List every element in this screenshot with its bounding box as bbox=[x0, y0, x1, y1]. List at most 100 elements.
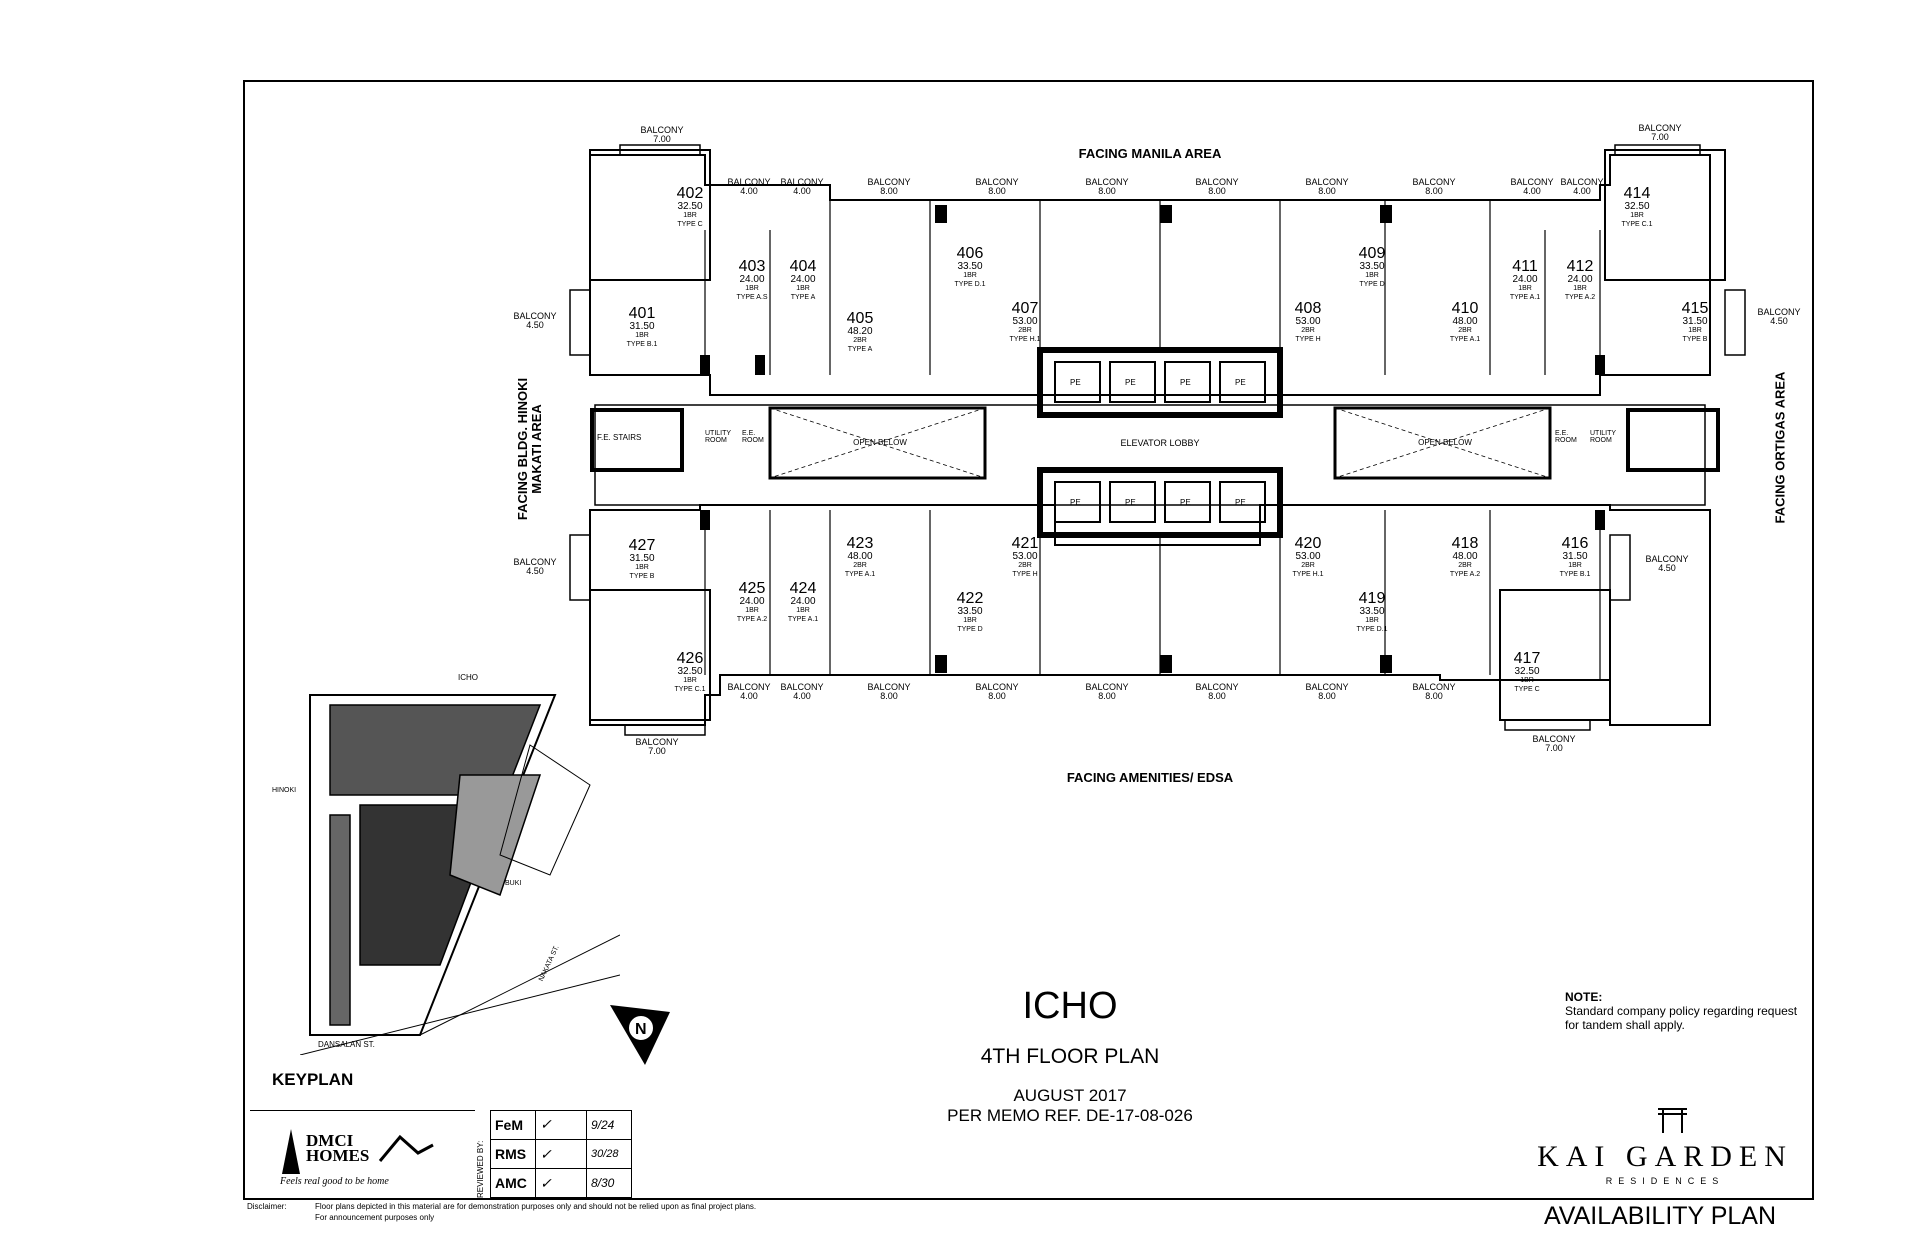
unit-type: TYPE D bbox=[957, 626, 983, 633]
unit-number: 401 bbox=[628, 305, 656, 322]
fe-stairs-right bbox=[1626, 408, 1720, 472]
unit-bedrooms: 2BR bbox=[1458, 327, 1472, 334]
reviewed-by-label: REVIEWED BY: bbox=[476, 1140, 485, 1198]
balcony-size: 8.00 bbox=[988, 186, 1006, 196]
unit-type: TYPE A.1 bbox=[1509, 294, 1541, 301]
balcony-title: BALCONY bbox=[513, 311, 557, 321]
unit-area: 24.00 bbox=[739, 596, 765, 607]
dmci-logo-block: DMCI HOMES Feels real good to be home bbox=[250, 1110, 475, 1199]
dmci-line-1: DMCI bbox=[306, 1131, 354, 1150]
balcony-size: 4.00 bbox=[740, 186, 758, 196]
facing-left-label: FACING BLDG. HINOKI MAKATI AREA bbox=[515, 349, 544, 549]
balcony-title: BALCONY bbox=[1412, 177, 1456, 187]
balcony-title: BALCONY bbox=[1645, 554, 1689, 564]
elevator-lobby-label: ELEVATOR LOBBY bbox=[1120, 438, 1200, 448]
keyplan-hinoki: HINOKI bbox=[272, 787, 297, 794]
balcony-size: 8.00 bbox=[1425, 186, 1443, 196]
unit-type: TYPE A.S bbox=[736, 294, 768, 301]
unit-bedrooms: 1BR bbox=[796, 607, 810, 614]
unit-bedrooms: 1BR bbox=[745, 285, 759, 292]
unit-number: 414 bbox=[1623, 185, 1651, 202]
unit-number: 424 bbox=[789, 580, 817, 597]
fe-stairs-left bbox=[590, 408, 684, 472]
unit-number: 423 bbox=[846, 535, 874, 552]
balcony-size: 8.00 bbox=[1208, 691, 1226, 701]
unit-type: TYPE A.1 bbox=[844, 571, 876, 578]
reviewer-initials: RMS bbox=[490, 1139, 536, 1169]
unit-number: 412 bbox=[1566, 258, 1594, 275]
unit-number: 422 bbox=[956, 590, 984, 607]
ee-room-left: E.E. ROOM bbox=[742, 430, 764, 444]
balcony-size: 8.00 bbox=[1318, 186, 1336, 196]
unit-bedrooms: 1BR bbox=[635, 564, 649, 571]
drawing-title: ICHO bbox=[1022, 985, 1118, 1027]
unit-area: 33.50 bbox=[1359, 261, 1385, 272]
balcony-title: BALCONY bbox=[975, 682, 1019, 692]
balcony-size: 7.00 bbox=[1651, 132, 1669, 142]
disclaimer-line-2: For announcement purposes only bbox=[315, 1213, 435, 1222]
unit-type: TYPE B.1 bbox=[1559, 571, 1591, 578]
balcony-size: 4.00 bbox=[793, 691, 811, 701]
unit-type: TYPE B bbox=[1682, 336, 1708, 343]
corridor bbox=[594, 404, 1706, 506]
unit-area: 33.50 bbox=[1359, 606, 1385, 617]
corner-unit-414 bbox=[1604, 149, 1726, 281]
balcony-title: BALCONY bbox=[1638, 123, 1682, 133]
balcony-title: BALCONY bbox=[1085, 682, 1129, 692]
unit-bedrooms: 2BR bbox=[1301, 327, 1315, 334]
balcony-size: 8.00 bbox=[1098, 691, 1116, 701]
balcony-size: 7.00 bbox=[648, 746, 666, 756]
pe-label: PE bbox=[1125, 498, 1136, 507]
note-text: Standard company policy regarding reques… bbox=[1565, 1004, 1798, 1032]
reviewer-signature: ✓ bbox=[535, 1139, 587, 1169]
open-below-left bbox=[768, 406, 987, 480]
unit-bedrooms: 1BR bbox=[1365, 617, 1379, 624]
unit-number: 420 bbox=[1294, 535, 1322, 552]
unit-area: 53.00 bbox=[1295, 316, 1321, 327]
balcony-size: 8.00 bbox=[1425, 691, 1443, 701]
unit-number: 426 bbox=[676, 650, 704, 667]
unit-area: 31.50 bbox=[629, 321, 655, 332]
unit-area: 48.00 bbox=[1452, 316, 1478, 327]
balcony-title: BALCONY bbox=[640, 125, 684, 135]
unit-number: 406 bbox=[956, 245, 984, 262]
keyplan-drawing bbox=[300, 694, 620, 1055]
unit-area: 32.50 bbox=[1514, 666, 1540, 677]
balcony-title: BALCONY bbox=[1305, 682, 1349, 692]
reviewer-signature: ✓ bbox=[535, 1110, 587, 1140]
unit-type: TYPE C bbox=[677, 221, 703, 228]
balcony-size: 8.00 bbox=[1318, 691, 1336, 701]
drawing-subtitle: 4TH FLOOR PLAN bbox=[980, 1045, 1160, 1068]
unit-bedrooms: 2BR bbox=[853, 337, 867, 344]
unit-area: 53.00 bbox=[1295, 551, 1321, 562]
balcony-size: 4.50 bbox=[1770, 316, 1788, 326]
note-title: NOTE: bbox=[1565, 990, 1603, 1004]
utility-room-left: UTILITY ROOM bbox=[705, 430, 731, 444]
unit-area: 24.00 bbox=[790, 274, 816, 285]
unit-bedrooms: 1BR bbox=[1630, 212, 1644, 219]
